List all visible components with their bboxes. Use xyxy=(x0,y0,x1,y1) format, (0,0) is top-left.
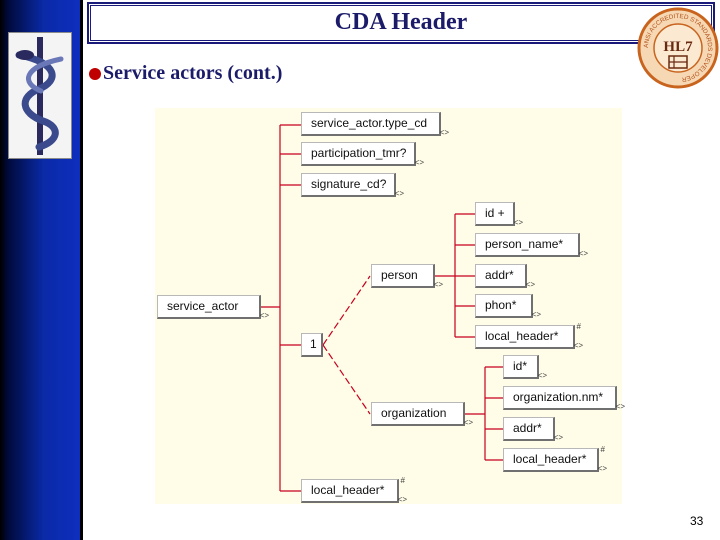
bullet-dot xyxy=(89,68,101,80)
diagram-node-signature-cd: signature_cd?<> xyxy=(301,173,404,198)
diagram-node-service-actor: service_actor<> xyxy=(157,295,269,320)
diagram-node-org-local-header: local_header*#<> xyxy=(503,446,607,473)
hl7-seal: ANSI ACCREDITED STANDARDS DEVELOPER HL7 xyxy=(636,6,720,90)
caduceus-logo xyxy=(8,32,72,159)
diagram-node-organization-nm: organization.nm*<> xyxy=(503,386,625,411)
diagram-node-person-name: person_name*<> xyxy=(475,233,588,258)
diagram-node-participation-tmr: participation_tmr?<> xyxy=(301,142,424,167)
caduceus-icon xyxy=(15,37,64,155)
schema-diagram: service_actor<> service_actor.type_cd<> … xyxy=(155,108,625,504)
diagram-node-person-id: id +<> xyxy=(475,202,523,227)
diagram-node-organization: organization<> xyxy=(371,402,473,427)
diagram-node-person: person<> xyxy=(371,264,443,289)
slide-subtitle: Service actors (cont.) xyxy=(103,62,283,84)
hl7-seal-icon: ANSI ACCREDITED STANDARDS DEVELOPER HL7 xyxy=(637,7,719,89)
title-frame xyxy=(87,2,715,44)
diagram-node-choice: 1 xyxy=(301,333,323,357)
diagram-node-org-id: id*<> xyxy=(503,355,547,380)
sidebar-divider xyxy=(80,0,83,540)
diagram-node-person-addr: addr*<> xyxy=(475,264,535,289)
page-number: 33 xyxy=(690,514,704,528)
connector-lines xyxy=(260,124,503,492)
title-frame-inner xyxy=(90,5,712,41)
seal-center-text: HL7 xyxy=(663,39,693,55)
diagram-node-person-phon: phon*<> xyxy=(475,294,541,319)
diagram-node-service-actor-type-cd: service_actor.type_cd<> xyxy=(301,112,449,137)
diagram-node-person-local-header: local_header*#<> xyxy=(475,323,583,350)
diagram-node-local-header: local_header*#<> xyxy=(301,477,407,504)
page-title: CDA Header xyxy=(334,9,468,35)
diagram-node-org-addr: addr*<> xyxy=(503,417,563,442)
